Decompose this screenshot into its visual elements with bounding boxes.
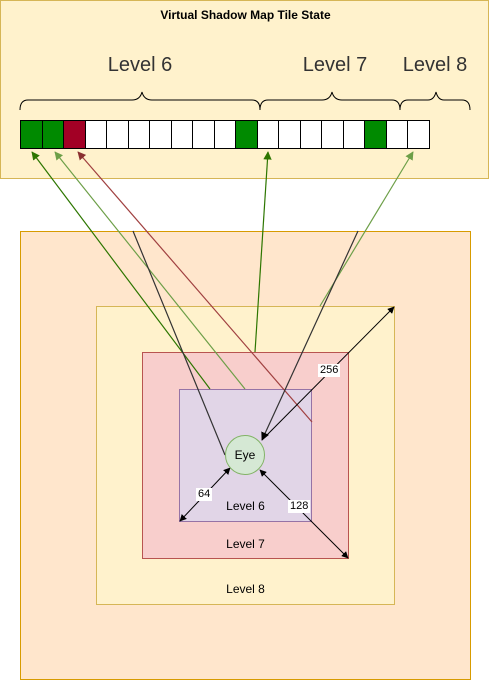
level-6-header: Level 6 [107,54,173,76]
tile-strip [20,120,430,149]
level-8-header: Level 8 [402,54,468,76]
tile-state-panel [0,0,489,179]
level8-tile-empty [407,120,430,149]
arrow-to-level6-tile-1 [31,151,211,390]
level-8-brace [399,91,471,111]
eye-node: Eye [225,435,265,475]
dim-64-label: 64 [196,488,213,501]
diagram-title: Virtual Shadow Map Tile State [160,8,331,22]
arrow-to-level7-tile [254,151,272,353]
level-7-label: Level 7 [226,537,265,551]
level-8-label: Level 8 [226,582,265,596]
frustum-left-line [132,230,226,456]
arrow-to-level6-tile-2 [54,151,246,390]
dim-256-label: 256 [318,364,341,377]
dim-128-label: 128 [288,500,311,513]
eye-label: Eye [234,448,256,462]
arrow-to-level6-red-tile [77,151,313,423]
level-6-label: Level 6 [226,499,265,513]
dim-128-arrow [259,469,349,559]
level-6-brace [19,91,261,111]
frustum-right-line [261,230,359,441]
level-7-brace [259,91,401,111]
level-7-header: Level 7 [302,54,368,76]
